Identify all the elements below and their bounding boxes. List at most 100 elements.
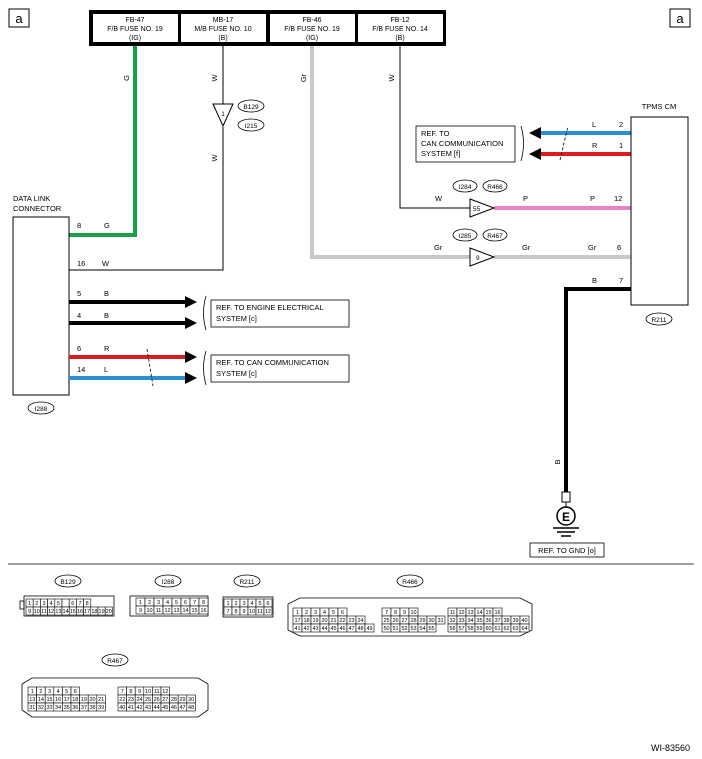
pin-number-b129: 18 [91, 609, 97, 615]
pin-number-b129: 9 [28, 609, 31, 615]
ref-can-tpms-line2: CAN COMMUNICATION [421, 139, 503, 148]
pin-number-r467: 4 [57, 689, 60, 695]
pin-number-r466: 62 [503, 626, 509, 632]
pin-number-r467: 11 [154, 689, 160, 695]
pin-number-r466: 48 [357, 626, 363, 632]
pin-number-i288: 11 [156, 608, 162, 614]
ref-can-dlc-line2: SYSTEM [c] [216, 369, 257, 378]
pin-number-r466: 13 [467, 610, 473, 616]
pin-number-i288: 14 [182, 608, 188, 614]
pin-number-r466: 21 [330, 618, 336, 624]
wire-label-dlc-16: W [102, 259, 110, 268]
fuse-fb47-line3: (IG) [129, 35, 141, 42]
figure-id: WI-83560 [651, 743, 690, 753]
pin-number-r467: 28 [171, 697, 177, 703]
pin-cell-r466 [364, 623, 375, 633]
pin-number-r466: 32 [449, 618, 455, 624]
pin-cell-r467 [96, 702, 106, 712]
pin-number-r466: 43 [312, 626, 318, 632]
fuse-mb17-line2: M/B FUSE NO. 10 [194, 26, 251, 33]
inline-connector-i284-r466: 55 I284 R466 [452, 179, 508, 218]
pin-number-r466: 22 [339, 618, 345, 624]
pin-number-i288: 13 [173, 608, 179, 614]
pin-cell-r466 [426, 623, 437, 633]
corner-box-right: a [669, 8, 691, 28]
pin-dlc-8: 8 [77, 221, 81, 230]
pin-number-r467: 8 [129, 689, 132, 695]
wire-mb17-white: W W 16 W [69, 46, 224, 271]
pin-number-r466: 33 [458, 618, 464, 624]
pin-number-r467: 46 [171, 705, 177, 711]
pin-number-r211: 10 [249, 609, 255, 615]
pin-number-r466: 60 [485, 626, 491, 632]
wire-label-fb46-right: Gr [588, 243, 597, 252]
pin-number-r466: 7 [385, 610, 388, 616]
pin-number-i288: 10 [146, 608, 152, 614]
pin-number-r467: 40 [119, 705, 125, 711]
wire-label-fb46-mid: Gr [522, 243, 531, 252]
pin-number-r467: 37 [81, 705, 87, 711]
pin-dlc-5: 5 [77, 289, 81, 298]
pin-number-b129: 20 [106, 609, 112, 615]
pin-number-r467: 42 [136, 705, 142, 711]
pin-number-r466: 53 [410, 626, 416, 632]
pin-number-r467: 24 [136, 697, 142, 703]
tpms-title: TPMS CM [642, 102, 677, 111]
pin-number-r211: 12 [265, 609, 271, 615]
inline-connector-i285-r467: 9 I285 R467 [452, 228, 508, 267]
pin-number-i288: 2 [148, 600, 151, 606]
fuse-fb46 [270, 14, 355, 42]
pin-number-r467: 16 [55, 697, 61, 703]
pin-cell-r466 [519, 623, 530, 633]
pin-number-r467: 47 [179, 705, 185, 711]
pin-number-r467: 2 [39, 689, 42, 695]
pin-tpms-7: 7 [619, 276, 623, 285]
corner-label-right: a [676, 11, 684, 26]
pin-number-r466: 17 [294, 618, 300, 624]
ground-symbol-letter: E [562, 510, 570, 524]
pin-dlc-16: 16 [77, 259, 85, 268]
pin-number-b129: 17 [84, 609, 90, 615]
pin-number-r466: 31 [437, 618, 443, 624]
pin-number-r466: 36 [485, 618, 491, 624]
pin-number-r466: 16 [494, 610, 500, 616]
pin-number-i288: 1 [139, 600, 142, 606]
pin-number-r466: 27 [401, 618, 407, 624]
pin-number-r466: 24 [357, 618, 363, 624]
pin-number-r466: 2 [305, 610, 308, 616]
pin-number-r466: 42 [303, 626, 309, 632]
pin-number-i288: 7 [193, 600, 196, 606]
wire-label-ground-vert: B [553, 459, 562, 464]
pin-number-r467: 29 [179, 697, 185, 703]
pin-number-r467: 25 [145, 697, 151, 703]
fuse-fb47-line1: FB-47 [125, 17, 144, 24]
pin-number-r466: 61 [494, 626, 500, 632]
pin-number-r466: 41 [294, 626, 300, 632]
wire-fb47-green: G 8 G [69, 46, 137, 237]
fuse-mb17-line1: MB-17 [213, 17, 234, 24]
pin-number-r211: 2 [234, 601, 237, 607]
pin-number-r466: 15 [485, 610, 491, 616]
pin-number-r211: 5 [258, 601, 261, 607]
pin-number-r466: 40 [521, 618, 527, 624]
pin-cell-r211 [263, 606, 273, 616]
fuse-fb12-line2: F/B FUSE NO. 14 [372, 26, 428, 33]
fuse-fb46-line2: F/B FUSE NO. 19 [284, 26, 340, 33]
pin-cell-b129 [104, 606, 113, 616]
pin-number-b129: 7 [78, 601, 81, 607]
ref-can-tpms-line1: REF. TO [421, 129, 450, 138]
ref-engine-line1: REF. TO ENGINE ELECTRICAL [216, 303, 324, 312]
pin-number-r211: 1 [226, 601, 229, 607]
pin-number-r466: 52 [401, 626, 407, 632]
data-link-connector: DATA LINK CONNECTOR I288 [12, 194, 70, 415]
face-label-r466: R466 [402, 579, 418, 586]
connector-face-labels: B129 I288 R211 R466 R467 [54, 574, 424, 667]
pin-dlc-14: 14 [77, 365, 85, 374]
pin-number-b129: 14 [63, 609, 69, 615]
pin-number-r466: 47 [348, 626, 354, 632]
pin-number-r467: 20 [89, 697, 95, 703]
ref-gnd-text: REF. TO GND [o] [538, 546, 596, 555]
pin-number-r466: 12 [458, 610, 464, 616]
pin-number-r467: 32 [38, 705, 44, 711]
